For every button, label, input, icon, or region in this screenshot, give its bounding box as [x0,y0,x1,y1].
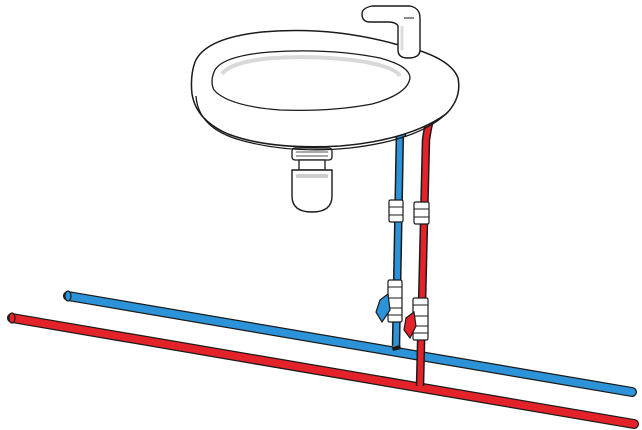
bottle-trap-icon [291,147,333,213]
cold-ball-valve-handle-icon [375,292,391,324]
hot-main-end-icon [8,312,16,324]
cold-main-end-icon [64,290,72,302]
cold-upper-coupling-icon [388,199,404,223]
hot-ball-valve-handle-icon [403,310,417,340]
hot-water-main-pipe [7,312,639,429]
faucet-icon [361,5,421,59]
washbasin-icon [190,29,460,151]
cold-valve-coupling-icon [387,279,403,323]
hot-upper-coupling-icon [413,201,430,225]
hot-water-riser [415,118,435,387]
cold-water-main-pipe [63,290,637,397]
